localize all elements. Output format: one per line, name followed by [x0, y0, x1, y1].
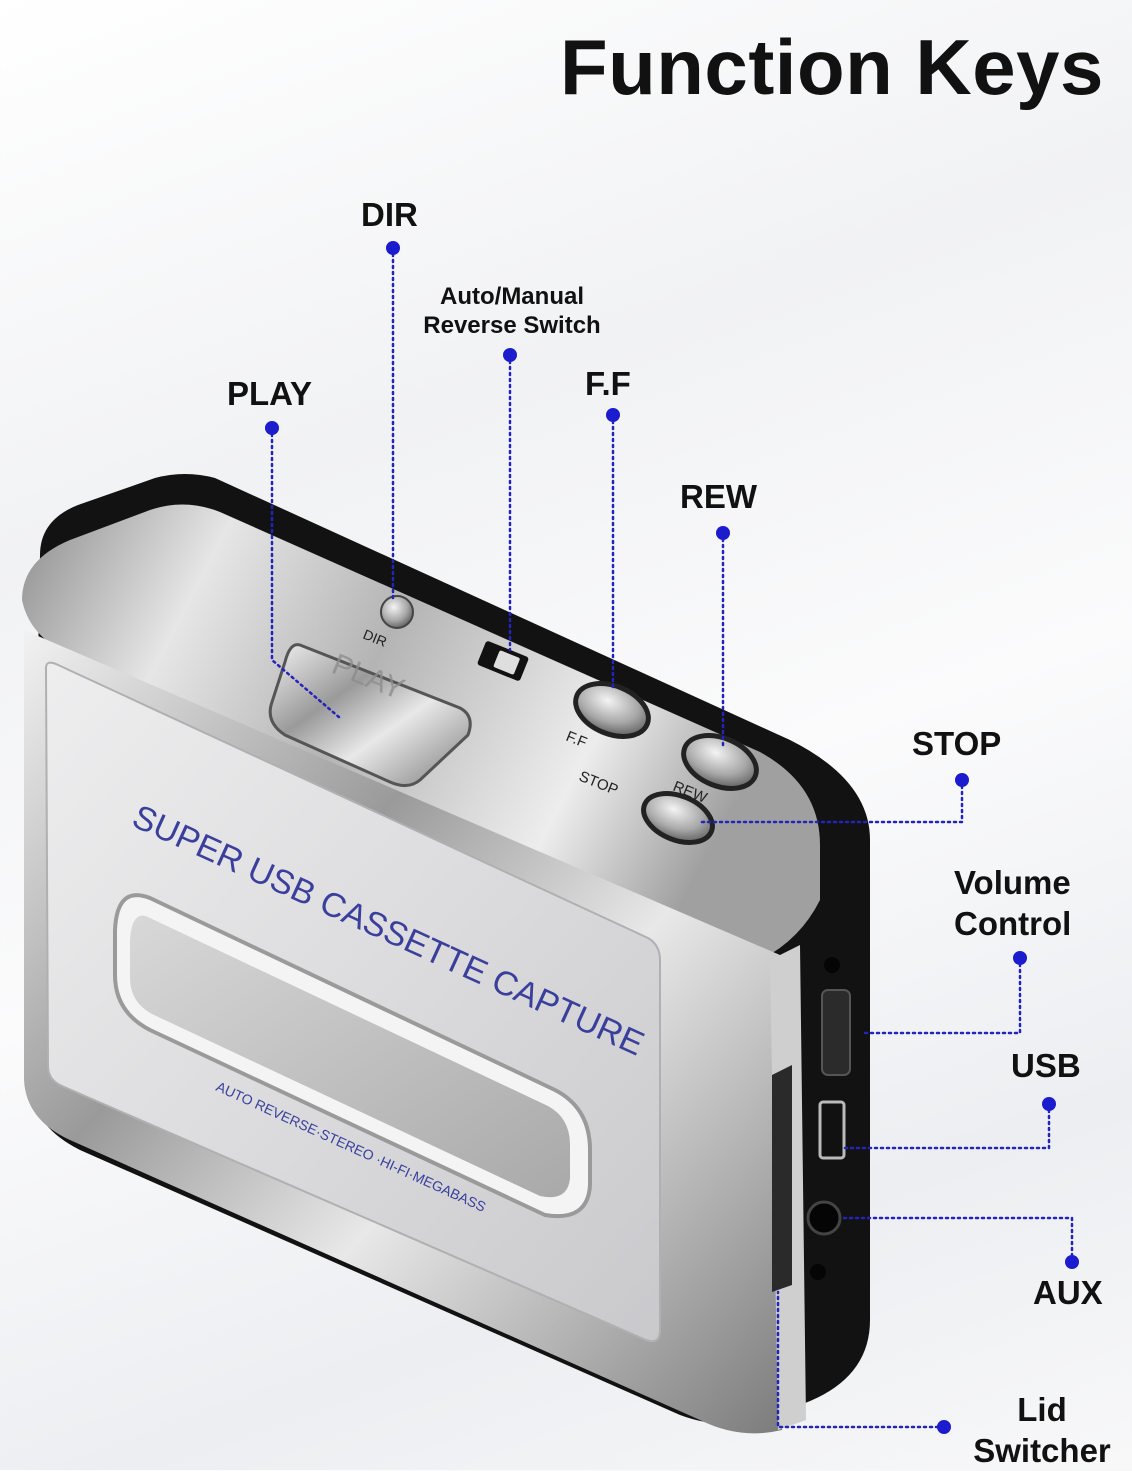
dot-aux [1065, 1255, 1079, 1269]
lid-switch-track [772, 1065, 792, 1292]
label-lid-line2: Switcher [973, 1432, 1111, 1469]
leader-usb [843, 1102, 1051, 1150]
label-rew: REW [680, 478, 757, 515]
volume-wheel [821, 989, 851, 1076]
tape-window-inner [130, 915, 570, 1198]
label-volume-line1: Volume [954, 864, 1071, 901]
page-title: Function Keys [560, 23, 1104, 111]
label-aux: AUX [1033, 1274, 1103, 1311]
dot-play [265, 421, 279, 435]
label-lid-line1: Lid [1017, 1391, 1067, 1428]
usb-port [818, 1100, 846, 1160]
label-volume: Volume Control [954, 862, 1071, 944]
leader-volume [860, 956, 1022, 1035]
dot-volume [1013, 951, 1027, 965]
label-ff: F.F [585, 365, 631, 402]
reverse-switch-knob [493, 650, 520, 675]
dot-lid [937, 1420, 951, 1434]
device-ff-text: F.F [564, 728, 590, 752]
dot-stop [955, 773, 969, 787]
side-dot-bottom [810, 1264, 826, 1280]
dot-dir [386, 241, 400, 255]
label-stop: STOP [912, 725, 1002, 762]
dot-reverse [503, 348, 517, 362]
leader-lid [776, 1290, 946, 1429]
dot-usb [1042, 1097, 1056, 1111]
leader-aux [838, 1216, 1074, 1264]
play-key [268, 643, 472, 787]
dir-button [380, 595, 414, 629]
leader-stop [698, 778, 964, 824]
stop-key [641, 791, 715, 845]
label-auto-manual: Auto/Manual Reverse Switch [412, 282, 612, 340]
leader-play [270, 426, 342, 720]
label-usb: USB [1011, 1047, 1081, 1084]
dot-rew [716, 526, 730, 540]
label-auto-manual-line2: Reverse Switch [423, 312, 601, 339]
rew-key [681, 733, 759, 791]
side-dot-top [824, 957, 840, 973]
label-auto-manual-line1: Auto/Manual [440, 283, 584, 310]
label-volume-line2: Control [954, 905, 1072, 942]
label-lid: Lid Switcher [962, 1389, 1122, 1471]
label-dir: DIR [361, 196, 418, 233]
dot-ff [606, 408, 620, 422]
ff-key [573, 681, 651, 739]
label-play: PLAY [227, 375, 312, 412]
aux-port [806, 1200, 842, 1236]
